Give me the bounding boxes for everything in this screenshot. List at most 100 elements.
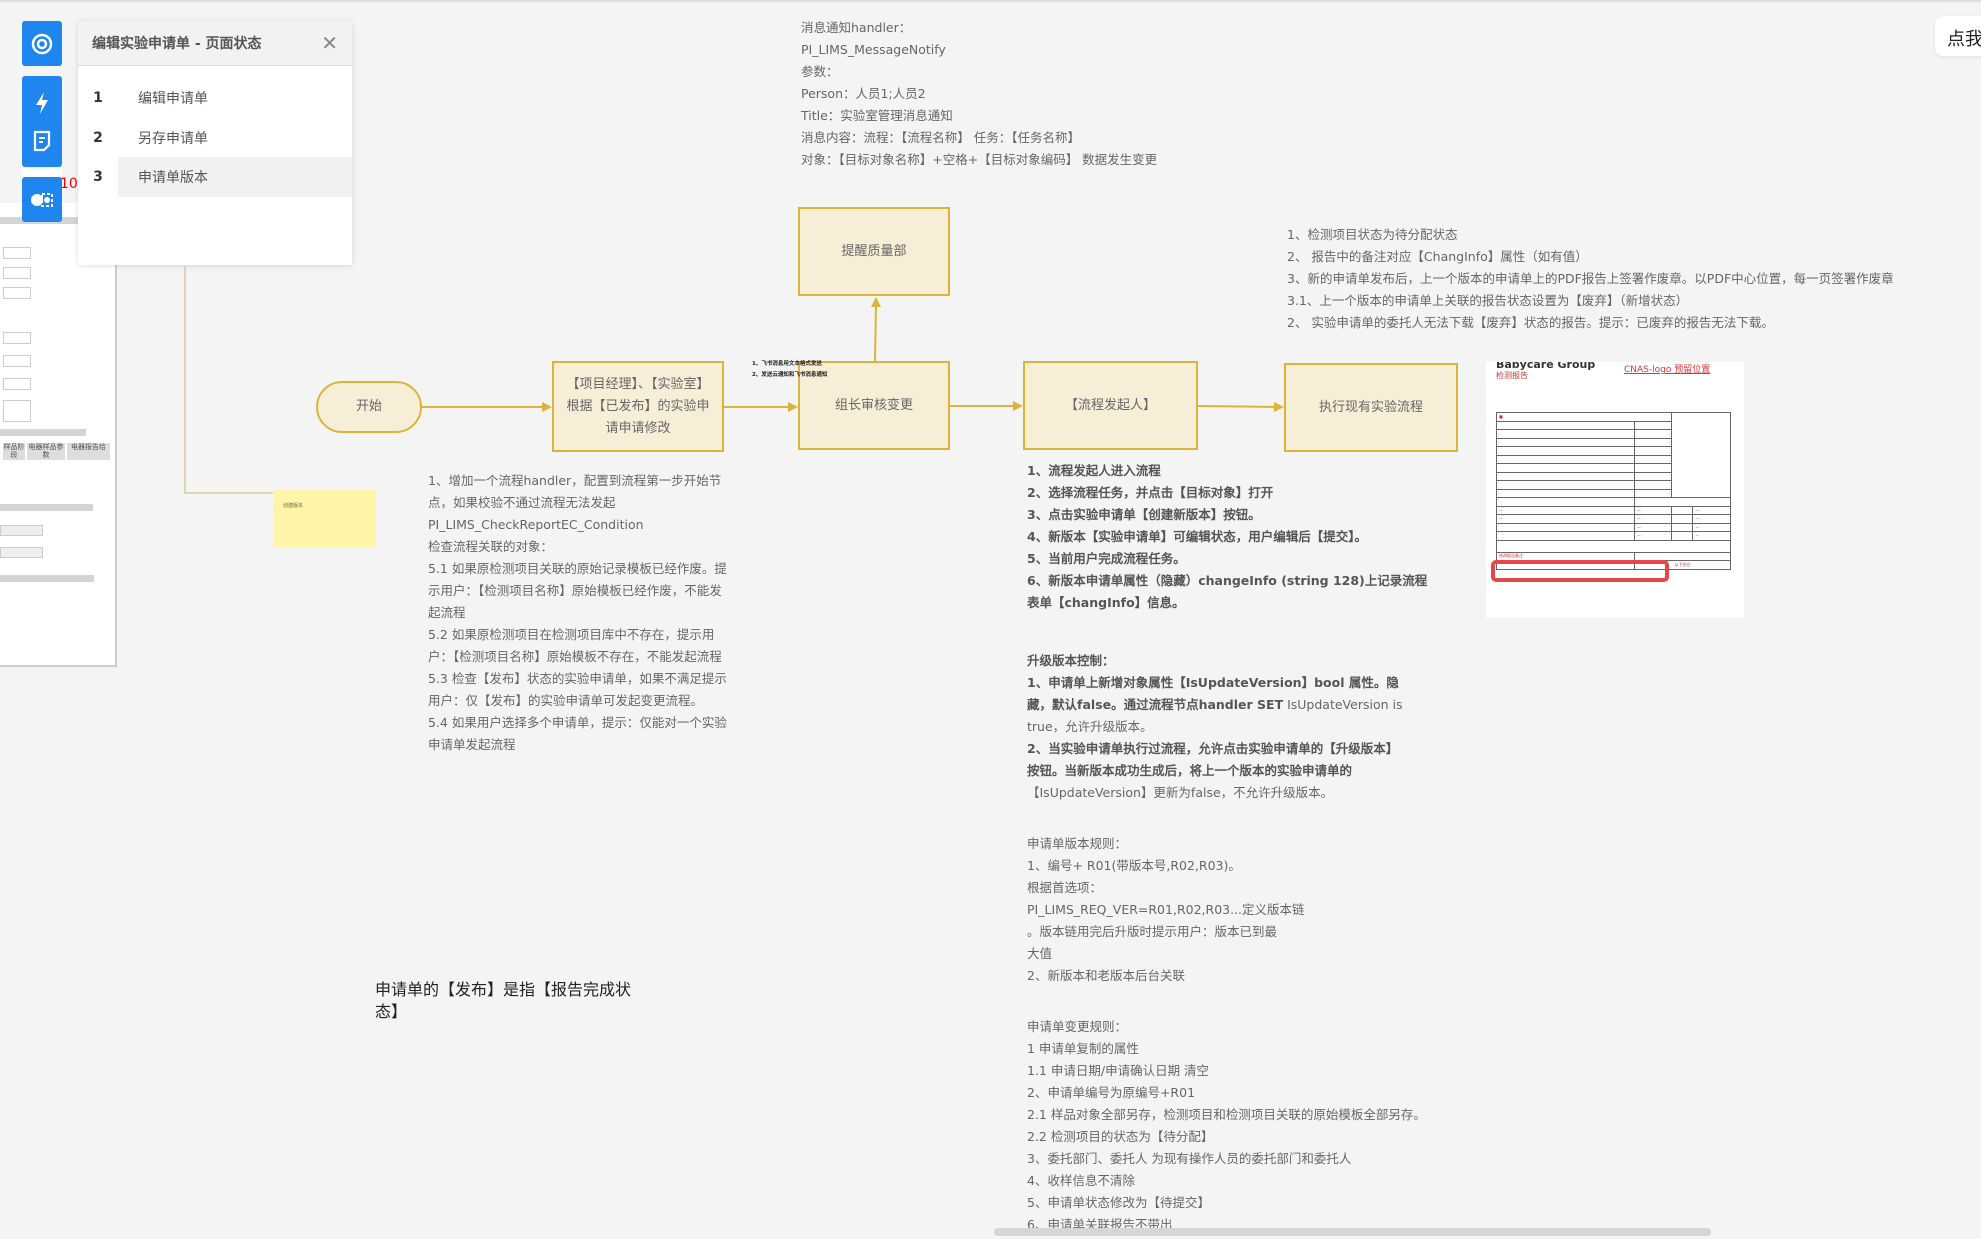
arrowhead [788, 402, 798, 412]
text-line: 3、点击实验申请单【创建新版本】按钮。 [1027, 507, 1261, 522]
report-table: ■ ——— ——— —— —— 修改报告备注： 以下空白 [1495, 412, 1732, 570]
flow-node-request-modify[interactable]: 【项目经理】、【实验室】根据【已发布】的实验申请申请修改 [552, 361, 724, 452]
change-rules: 申请单变更规则： 1 申请单复制的属性 1.1 申请日期/申请确认日期 清空 2、申请… [1027, 1016, 1426, 1236]
text-line: 。版本链用完后升版时提示用户：版本已到最 [1027, 924, 1278, 939]
text-line: 4、新版本【实验申请单】可编辑状态，用户编辑后【提交】。 [1027, 529, 1367, 544]
process-steps: 1、流程发起人进入流程 2、选择流程任务，并点击【目标对象】打开 3、点击实验申请单… [1027, 460, 1427, 614]
report-footer: 以下空白 [1633, 560, 1732, 570]
text-line: 检查流程关联的对象： [428, 539, 554, 554]
item-number: 2 [93, 130, 103, 146]
edge-note: 1、飞书消息用文本格式发送 2、发送云通知和飞书消息通知 [752, 359, 827, 381]
text-line: 6、新版本申请单属性（隐藏）changeInfo (string 128)上记录… [1027, 573, 1428, 588]
text-line: PI_LIMS_MessageNotify [801, 42, 946, 57]
sidebar-divider [22, 167, 62, 177]
text-line: 4、收样信息不清除 [1027, 1173, 1135, 1188]
version-rules: 申请单版本规则：1、编号+ R01(带版本号,R02,R03)。根据首选项：PI… [1027, 833, 1305, 987]
text-line: 2.1 样品对象全部另存，检测项目和检测项目关联的原始模板全部另存。 [1027, 1107, 1426, 1122]
report-cnas: CNAS-logo 预留位置 [1624, 365, 1711, 375]
upgrade-line1-bold: 1、申请单上新增对象属性【IsUpdateVersion】bool 属性。隐藏，… [1027, 675, 1399, 712]
text-line: 2、 实验申请单的委托人无法下载【废弃】状态的报告。提示：已废弃的报告无法下载。 [1287, 315, 1774, 330]
text-line: 5.1 如果原检测项目关联的原始记录模板已经作废。提示用户：【检测项目名称】原始… [428, 561, 727, 620]
arrowhead [1274, 402, 1284, 412]
panel-item-save-as[interactable]: 2 另存申请单 [78, 118, 352, 158]
text-line: 申请单变更规则： [1027, 1019, 1128, 1034]
text-line: 1、增加一个流程handler，配置到流程第一步开始节点，如果校验不通过流程无法… [428, 473, 722, 510]
flow-start[interactable]: 开始 [316, 381, 422, 433]
notify-text: 消息通知handler： PI_LIMS_MessageNotify 参数： Pers… [801, 17, 1157, 171]
report-title: 检测报告 [1496, 371, 1528, 380]
click-me-button[interactable]: 点我 [1935, 16, 1981, 56]
sticky-note[interactable]: 创建版本 [273, 490, 376, 547]
item-label: 编辑申请单 [138, 91, 208, 107]
sidebar-tools [22, 76, 62, 167]
text-line: 5、申请单状态修改为【待提交】 [1027, 1195, 1210, 1210]
handler-notes: 1、增加一个流程handler，配置到流程第一步开始节点，如果校验不通过流程无法… [428, 470, 728, 756]
flow-node-leader-review[interactable]: 组长审核变更 [798, 361, 950, 450]
text-line: 2、 报告中的备注对应【ChangInfo】属性（如有值） [1287, 249, 1588, 264]
text-line: 1、流程发起人进入流程 [1027, 463, 1161, 478]
arrowhead [871, 297, 881, 307]
report-template-image: Babycare Group 检测报告 CNAS-logo 预留位置 ■ ———… [1486, 362, 1744, 618]
arrowhead [542, 402, 552, 412]
text-line: 2、申请单编号为原编号+R01 [1027, 1085, 1196, 1100]
table-header: 电器报告给 [67, 443, 110, 460]
target-button[interactable] [22, 21, 62, 66]
text-line: 5.2 如果原检测项目在检测项目库中不存在，提示用户：【检测项目名称】原始模板不… [428, 627, 722, 664]
red-number: 10 [60, 176, 78, 192]
text-line: Title：实验室管理消息通知 [801, 108, 953, 123]
text-line: 1 申请单复制的属性 [1027, 1041, 1139, 1056]
panel-header: 编辑实验申请单 - 页面状态 ✕ [78, 21, 352, 66]
text-line: 5.4 如果用户选择多个申请单，提示：仅能对一个实验申请单发起流程 [428, 715, 727, 752]
text-line: 5、当前用户完成流程任务。 [1027, 551, 1186, 566]
text-line: 2、新版本和老版本后台关联 [1027, 968, 1185, 983]
top-border [0, 0, 1981, 2]
flow-node-execute[interactable]: 执行现有实验流程 [1284, 363, 1458, 452]
text-line: 3、新的申请单发布后，上一个版本的申请单上的PDF报告上签署作废章。以PDF中心… [1287, 271, 1894, 286]
report-company: Babycare Group [1496, 362, 1596, 371]
table-header: 样品阶段 [3, 443, 25, 460]
table-header: 电器样品参数 [27, 443, 65, 460]
text-line: 3、委托部门、委托人 为现有操作人员的委托部门和委托人 [1027, 1151, 1352, 1166]
flow-node-initiator[interactable]: 【流程发起人】 [1023, 361, 1198, 450]
text-line: 表单【changInfo】信息。 [1027, 595, 1185, 610]
text-line: 2.2 检测项目的状态为【待分配】 [1027, 1129, 1214, 1144]
left-document-preview: 样品阶段 电器样品参数 电器报告给 [0, 203, 117, 667]
upgrade-title: 升级版本控制： [1027, 653, 1115, 668]
text-line: 2、选择流程任务，并点击【目标对象】打开 [1027, 485, 1274, 500]
horizontal-scrollbar[interactable] [994, 1228, 1711, 1236]
text-line: 申请单版本规则： [1027, 836, 1128, 851]
document-icon[interactable] [33, 130, 51, 152]
text-line: 5.3 检查【发布】状态的实验申请单，如果不满足提示用户：仅【发布】的实验申请单… [428, 671, 727, 708]
text-line: Person：人员1;人员2 [801, 86, 926, 101]
highlight-box [1491, 560, 1669, 582]
edge-node2-remind [874, 303, 877, 362]
text-line: 大值 [1027, 946, 1053, 961]
edge-node3-node4 [1197, 405, 1277, 408]
target-icon [31, 33, 53, 54]
arrowhead [1013, 401, 1023, 411]
upgrade-line2-rest: 【IsUpdateVersion】更新为false，不允许升级版本。 [1027, 785, 1334, 800]
upgrade-line2-bold: 2、当实验申请单执行过流程，允许点击实验申请单的【升级版本】按钮。当新版本成功生… [1027, 741, 1399, 778]
flow-node-remind-quality[interactable]: 提醒质量部 [798, 207, 950, 296]
item-label: 申请单版本 [138, 170, 208, 186]
panel-title: 编辑实验申请单 - 页面状态 [92, 36, 262, 52]
text-line: 参数： [801, 64, 839, 79]
item-label: 另存申请单 [138, 131, 208, 147]
publish-note: 申请单的【发布】是指【报告完成状态】 [375, 982, 632, 1021]
right-notes: 1、检测项目状态为待分配状态 2、 报告中的备注对应【ChangInfo】属性（如… [1287, 224, 1894, 334]
text-line: PI_LIMS_CheckReportEC_Condition [428, 517, 644, 532]
sticky-connector [184, 266, 277, 494]
text-line: 1、检测项目状态为待分配状态 [1287, 227, 1458, 242]
text-line: 1.1 申请日期/申请确认日期 清空 [1027, 1063, 1210, 1078]
plugin-button[interactable] [22, 177, 62, 222]
close-icon[interactable]: ✕ [321, 31, 338, 55]
lightning-icon[interactable] [33, 91, 51, 115]
text-line: 根据首选项： [1027, 880, 1103, 895]
text-line: 消息通知handler： [801, 20, 912, 35]
edge-note-line: 1、飞书消息用文本格式发送 [752, 361, 822, 367]
text-line: 1、编号+ R01(带版本号,R02,R03)。 [1027, 858, 1241, 873]
